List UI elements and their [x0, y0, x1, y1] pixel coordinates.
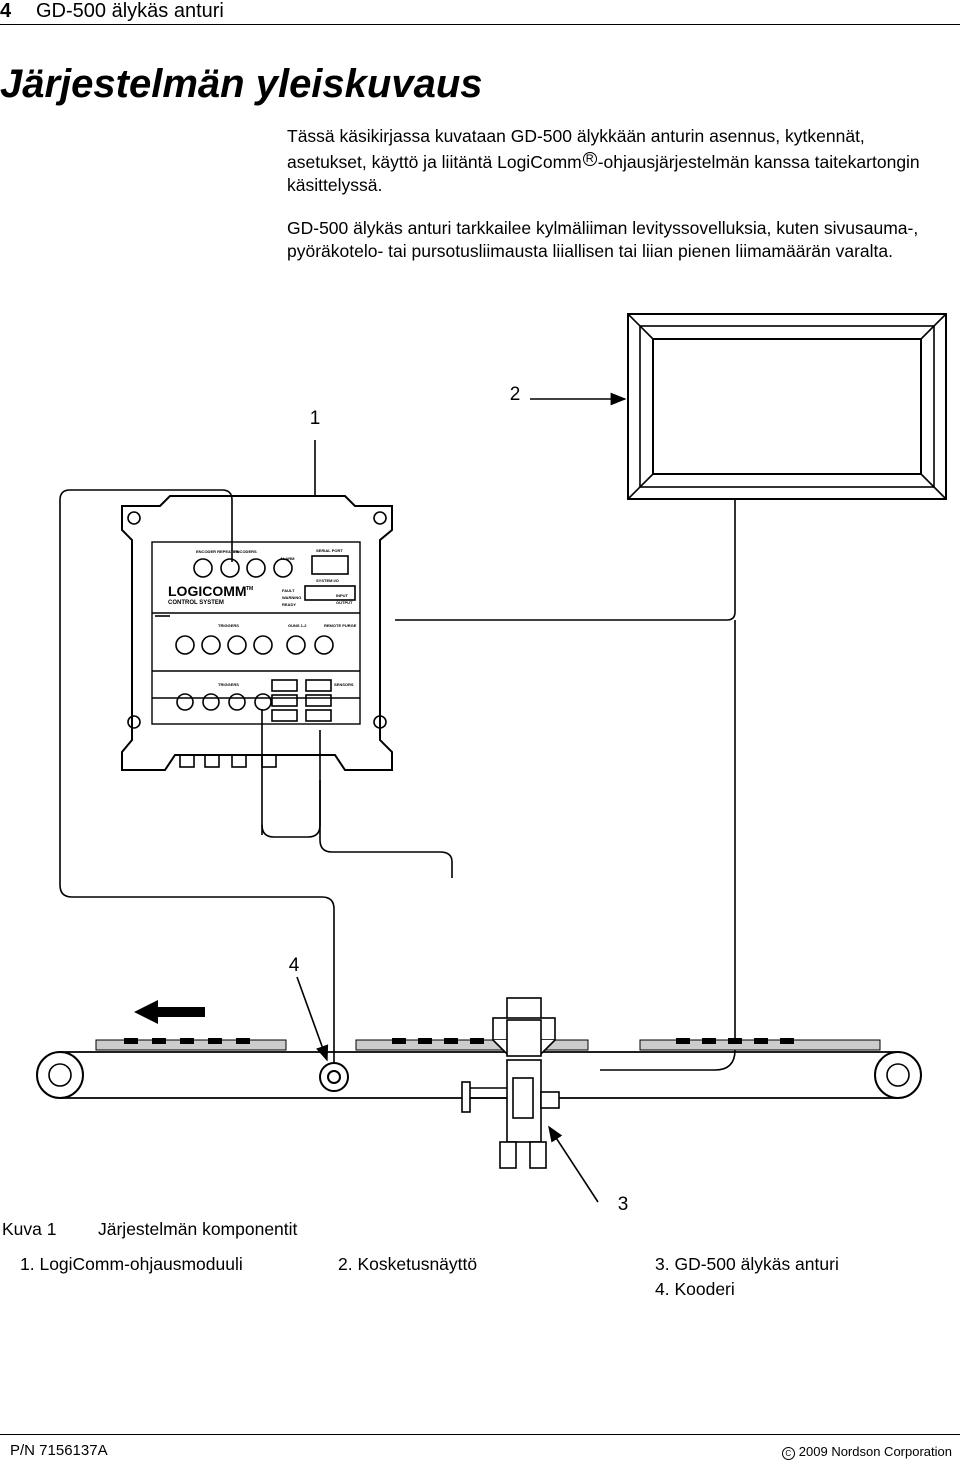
label-encoders: ENCODERS [234, 549, 257, 554]
callout-1: 1 [310, 408, 321, 429]
registered-mark: R [582, 152, 597, 166]
gd500-sensor [461, 997, 560, 1169]
copyright-symbol: C [781, 1447, 795, 1460]
label-sensors: SENSORS [334, 682, 354, 687]
description-paragraph: GD-500 älykäs anturi tarkkailee kylmälii… [287, 218, 919, 261]
legend-item: 2. Kosketusnäyttö [338, 1254, 478, 1274]
legend-item: 3. GD-500 älykäs anturi [655, 1254, 839, 1274]
label-ready: READY [282, 602, 296, 607]
figure-label: Kuva 1 [2, 1219, 57, 1239]
page-number: 4 [0, 0, 12, 22]
touchscreen-display [395, 313, 947, 621]
label-fault: FAULT [282, 588, 295, 593]
intro-text-end: -ohjausjärjestelmän kanssa taitekartongi… [287, 152, 920, 195]
intro-paragraph: Tässä käsikirjassa kuvataan GD-500 älykk… [287, 125, 947, 197]
label-remote-purge: REMOTE PURGE [324, 623, 357, 628]
logicomm-module [121, 495, 393, 771]
label-triggers-2: TRIGGERS [218, 682, 239, 687]
label-warning: WARNING [282, 595, 301, 600]
encoder [319, 1062, 349, 1092]
label-encoder-repeater: ENCODER REPEATER [196, 549, 239, 554]
callout-3: 3 [618, 1194, 629, 1215]
figure-caption: Järjestelmän komponentit [98, 1219, 298, 1239]
page-header: 4 GD-500 älykäs anturi [0, 0, 960, 26]
system-diagram: 1 2 3 4 LOGICOMM TM CONTROL SYSTEM ENCOD… [36, 313, 947, 1215]
label-guns: GUNS 1-2 [288, 623, 307, 628]
conveyor [36, 1051, 922, 1099]
label-triggers: TRIGGERS [218, 623, 239, 628]
callout-4: 4 [289, 955, 300, 976]
intro-text-start: Tässä käsikirjassa kuvataan GD-500 älykk… [287, 126, 865, 172]
module-logo: LOGICOMM [168, 583, 247, 599]
label-system-io: SYSTEM I/O [316, 578, 339, 583]
legend-item: 4. Kooderi [655, 1279, 735, 1299]
document-title: GD-500 älykäs anturi [36, 0, 224, 22]
label-output: OUTPUT [336, 600, 353, 605]
header-rule [0, 24, 960, 25]
footer-rule [0, 1434, 960, 1435]
label-input: INPUT [336, 593, 349, 598]
copyright-text: 2009 Nordson Corporation [798, 1444, 952, 1459]
label-alarm: ALARM [280, 556, 295, 561]
part-number: P/N 7156137A [10, 1442, 108, 1459]
module-subtitle: CONTROL SYSTEM [168, 600, 224, 606]
section-heading: Järjestelmän yleiskuvaus [0, 62, 483, 106]
module-tm: TM [246, 586, 253, 592]
legend-item: 1. LogiComm-ohjausmoduuli [20, 1254, 243, 1274]
label-serial-port: SERIAL PORT [316, 548, 343, 553]
callout-2: 2 [510, 384, 521, 405]
